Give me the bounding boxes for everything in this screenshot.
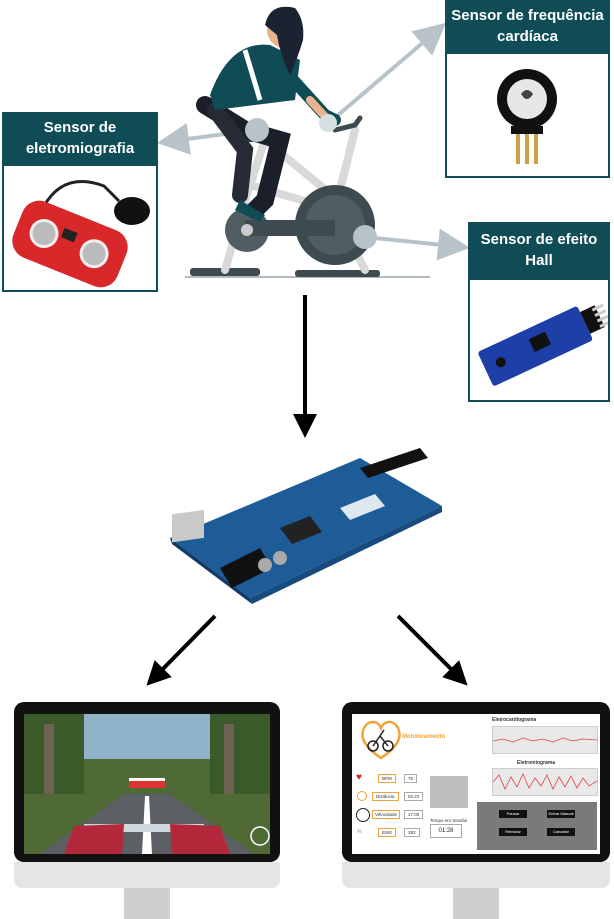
video-panel <box>430 776 468 808</box>
time-label: Tempo em Sessão <box>430 818 468 823</box>
ecg-chart <box>492 726 598 754</box>
emg-title: Eletromiograma <box>517 760 556 766</box>
restart-button[interactable]: Reiniciar <box>499 828 527 836</box>
speedometer-icon <box>356 808 370 822</box>
emg-sensor-photo <box>2 164 158 292</box>
stat-value: 03.22 <box>404 792 424 801</box>
cancel-button[interactable]: Cancelar <box>547 828 575 836</box>
game-monitor <box>14 702 280 919</box>
stat-label: Distância <box>372 792 399 801</box>
controls-panel: Pausar Entrar Manual Reiniciar Cancelar <box>477 802 597 850</box>
hall-sensor-label: Sensor de efeito Hall <box>468 222 610 278</box>
hall-sensor-photo <box>468 278 610 402</box>
arrow-arduino-to-game <box>146 614 217 686</box>
manual-entry-button[interactable]: Entrar Manual <box>547 810 575 818</box>
heart-icon: ♥ <box>356 772 362 783</box>
app-logo-text: Monitoramento <box>402 734 446 740</box>
emg-chart <box>492 768 598 796</box>
time-value: 01:28 <box>430 824 462 838</box>
emg-sensor-label-text: Sensor de eletromiografia <box>25 119 135 157</box>
heart-sensor-photo <box>445 52 610 178</box>
arduino-mega-board <box>170 448 442 604</box>
ecg-title: Eletrocardiograma <box>492 717 537 723</box>
heart-sensor-label: Sensor de frequência cardíaca <box>445 0 610 52</box>
stat-label: EMG <box>378 828 397 837</box>
hall-sensor-label-text: Sensor de efeito Hall <box>480 231 598 269</box>
stat-label: BPM <box>378 774 396 783</box>
arrow-arduino-to-app <box>396 614 468 686</box>
stat-value: 383 <box>404 828 420 837</box>
stat-label: Velocidade <box>372 810 401 819</box>
arrow-to-heart-sensor <box>328 22 447 124</box>
stat-value: 75 <box>404 774 418 783</box>
app-screen: Monitoramento Eletrocardiograma Eletromi… <box>352 714 600 854</box>
app-monitor: Monitoramento Eletrocardiograma Eletromi… <box>342 702 610 919</box>
emg-sensor-label: Sensor de eletromiografia <box>2 112 158 164</box>
heart-cyclist-logo-icon <box>361 720 401 760</box>
pause-button[interactable]: Pausar <box>499 810 527 818</box>
stat-value: 17.00 <box>404 810 424 819</box>
arrow-to-hall-sensor <box>364 228 470 261</box>
wave-icon: ≈ <box>357 826 362 836</box>
heart-sensor-label-text: Sensor de frequência cardíaca <box>451 7 604 45</box>
distance-icon <box>357 791 367 801</box>
game-screen <box>24 714 270 854</box>
exercise-bike-illustration <box>185 6 430 278</box>
